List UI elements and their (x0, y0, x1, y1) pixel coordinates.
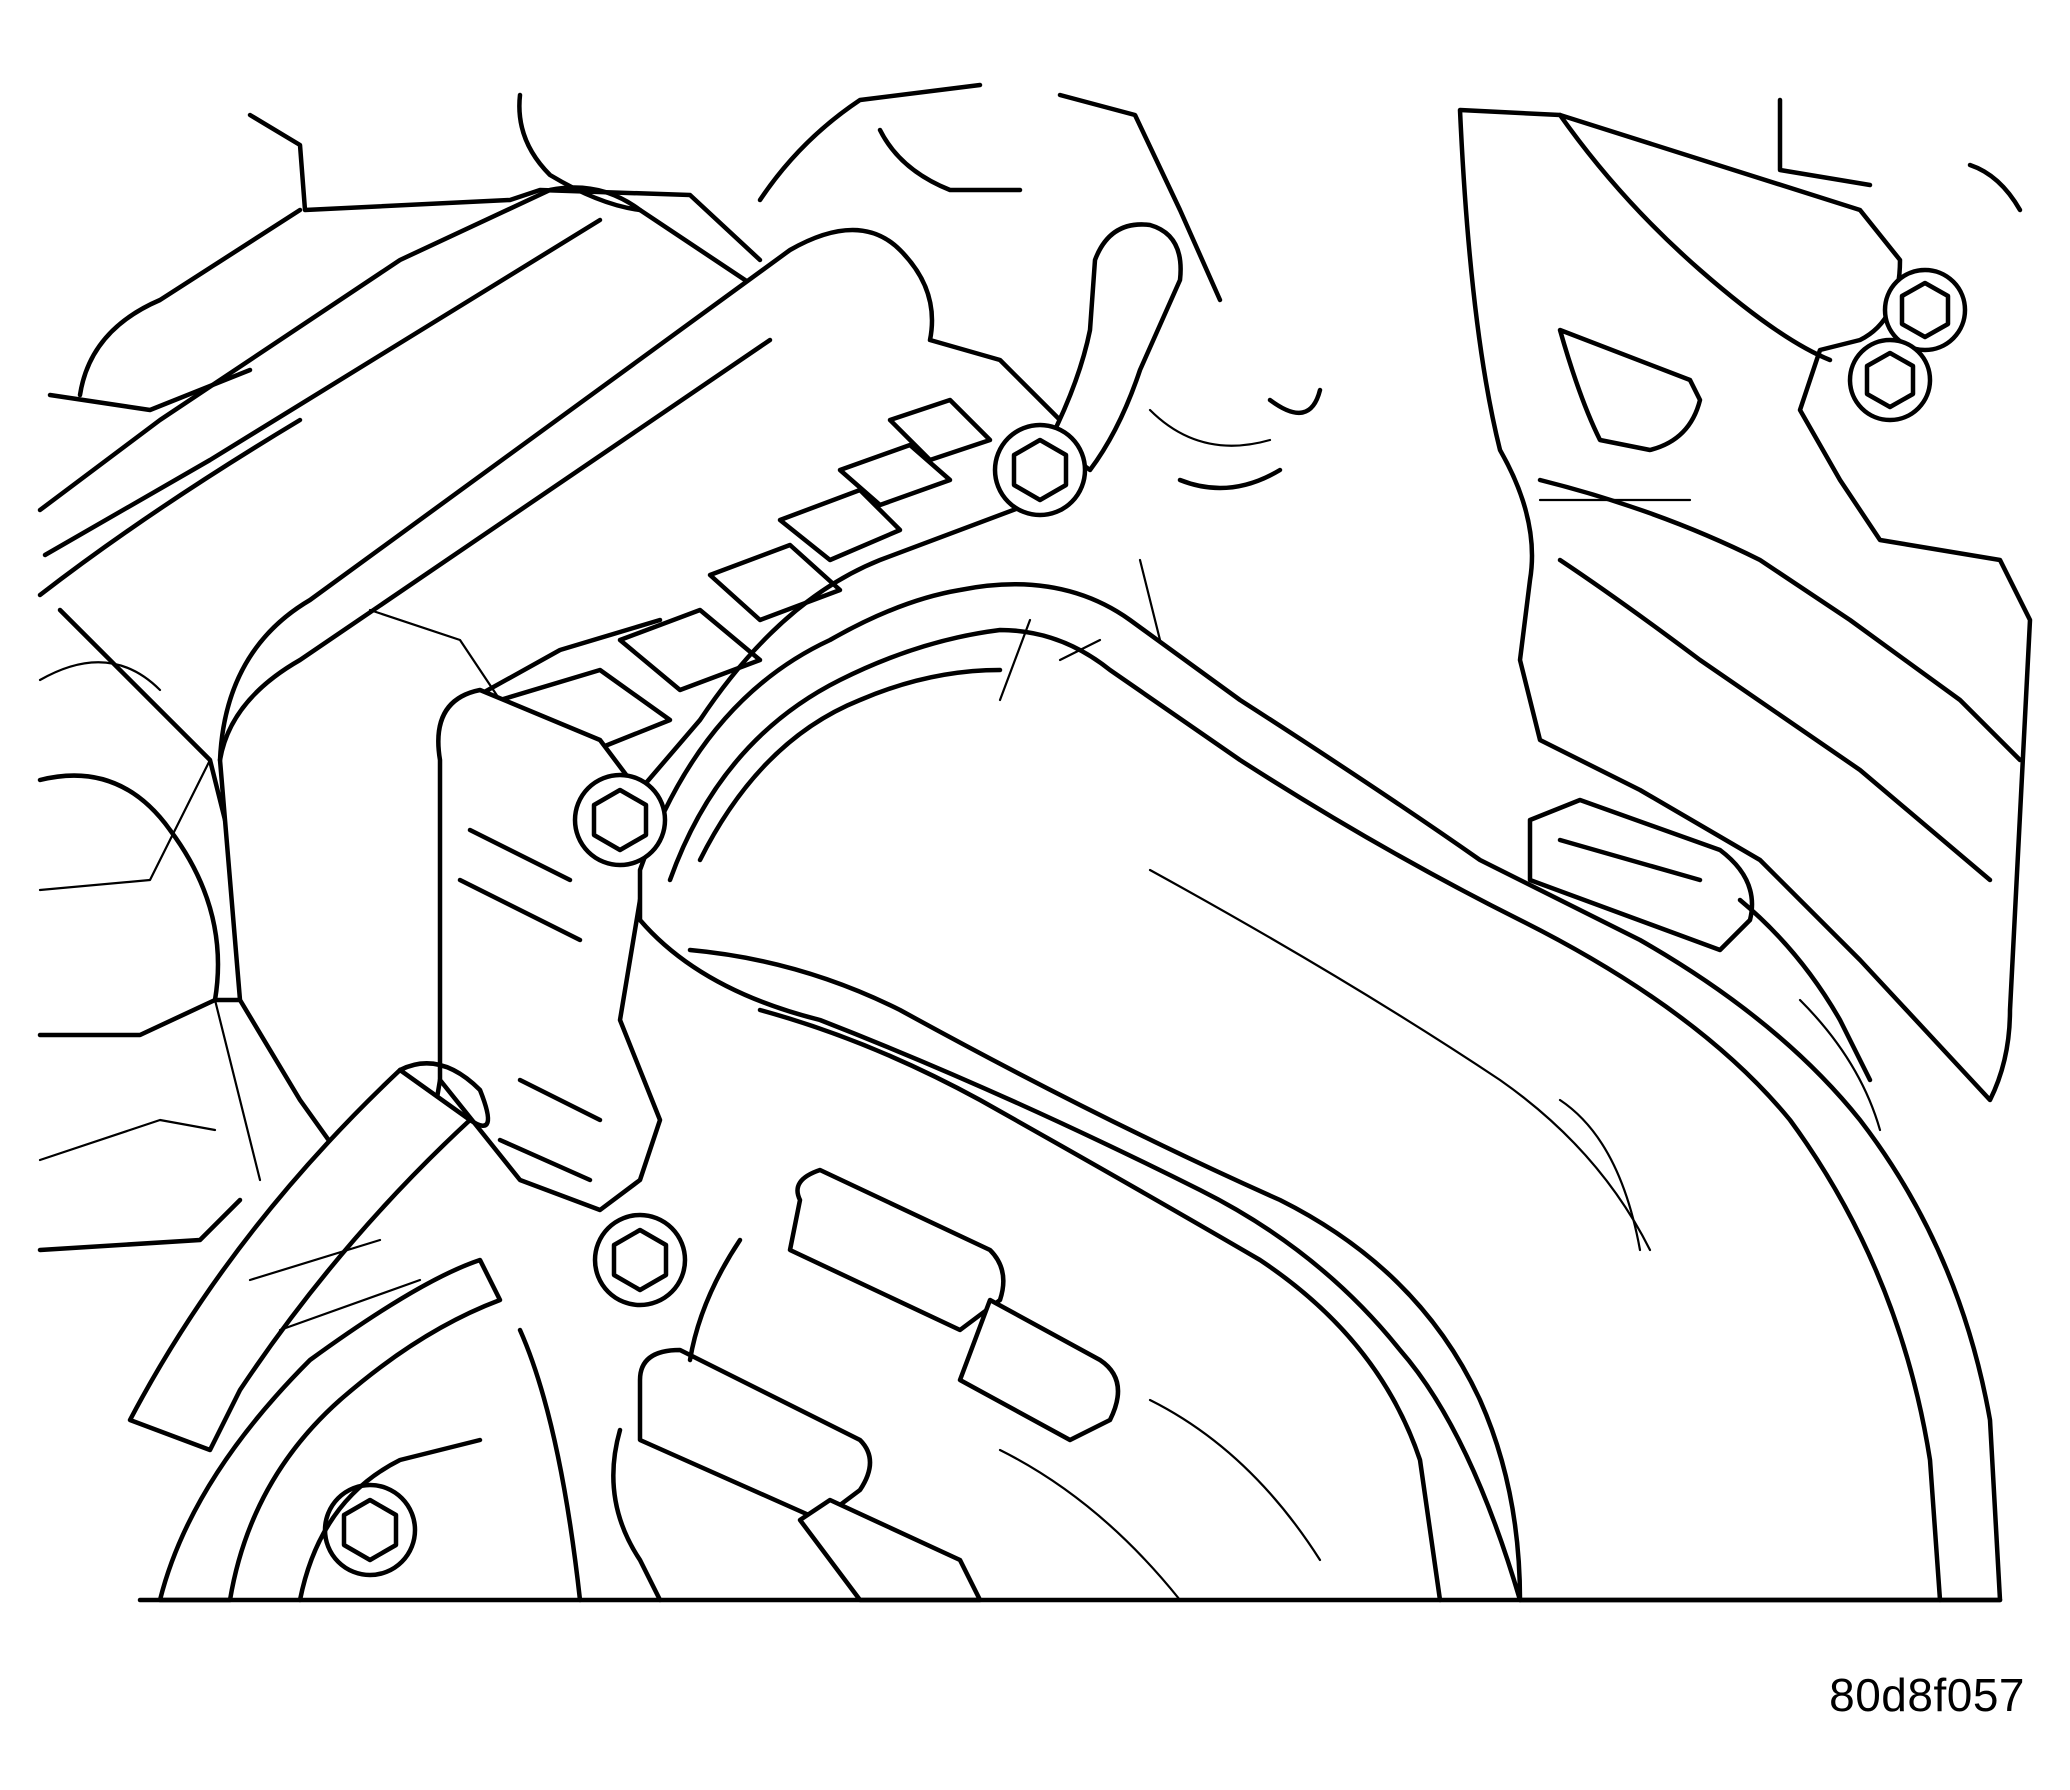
bolt-middle (572, 772, 668, 868)
right-bracket (1457, 97, 2033, 1132)
air-intake-duct (637, 582, 2003, 1603)
engine-block-outline (37, 82, 1323, 1253)
hoses (127, 222, 1183, 1603)
bolt-top (992, 422, 1088, 518)
bolts (322, 267, 1968, 1578)
bolt-right-upper (1882, 267, 1968, 353)
lower-components (248, 1238, 1322, 1603)
bolt-lower (592, 1212, 688, 1308)
bolt-right-lower (1847, 337, 1933, 423)
figure-code: 80d8f057 (1829, 1669, 2025, 1721)
bolt-bottom-left (322, 1482, 418, 1578)
